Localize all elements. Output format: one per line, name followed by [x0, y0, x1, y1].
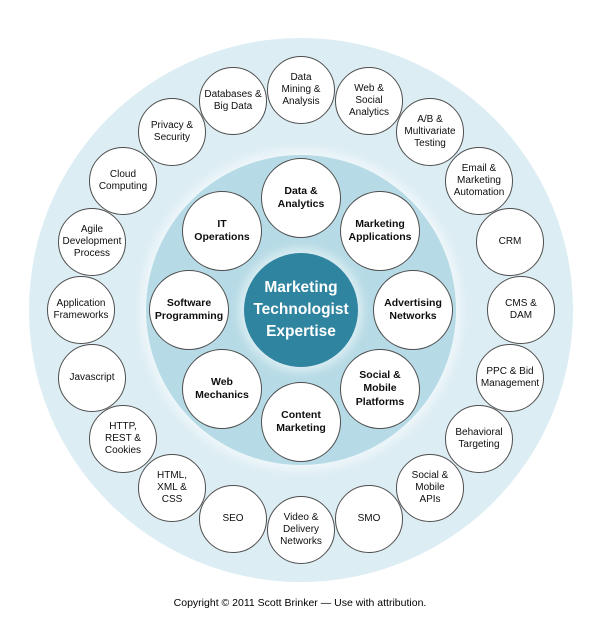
node-label: HTTP, REST & Cookies — [104, 420, 142, 457]
node-label: Data & Analytics — [277, 184, 325, 210]
node-label: Social & Mobile APIs — [411, 469, 449, 506]
outer-node-databases-big-data: Databases & Big Data — [199, 67, 267, 135]
inner-node-marketing-applications: Marketing Applications — [340, 191, 420, 271]
node-label: SMO — [357, 512, 381, 524]
node-label: Cloud Computing — [98, 168, 148, 192]
inner-node-social-mobile-platforms: Social & Mobile Platforms — [340, 349, 420, 429]
outer-node-cloud-computing: Cloud Computing — [89, 147, 157, 215]
center-label: Marketing Technologist Expertise — [253, 279, 349, 340]
node-label: HTML, XML & CSS — [157, 469, 187, 506]
outer-node-data-mining-analysis: Data Mining & Analysis — [267, 56, 335, 124]
node-label: Email & Marketing Automation — [453, 162, 505, 199]
node-label: Agile Development Process — [62, 223, 122, 260]
outer-node-html-xml-css: HTML, XML & CSS — [138, 454, 206, 522]
outer-node-javascript: Javascript — [58, 344, 126, 412]
outer-node-application-frameworks: Application Frameworks — [47, 276, 115, 344]
node-label: Javascript — [69, 371, 115, 383]
node-label: CMS & DAM — [505, 297, 537, 321]
node-label: Video & Delivery Networks — [280, 511, 322, 548]
node-label: Data Mining & Analysis — [281, 71, 321, 108]
inner-node-content-marketing: Content Marketing — [261, 382, 341, 462]
outer-node-crm: CRM — [476, 208, 544, 276]
inner-node-advertising-networks: Advertising Networks — [373, 270, 453, 350]
outer-node-video-delivery-networks: Video & Delivery Networks — [267, 496, 335, 564]
node-label: Marketing Applications — [348, 217, 412, 243]
outer-node-ppc-bid-management: PPC & Bid Management — [476, 344, 544, 412]
copyright-text: Copyright © 2011 Scott Brinker — Use wit… — [173, 597, 427, 609]
outer-node-behavioral-targeting: Behavioral Targeting — [445, 405, 513, 473]
node-label: Advertising Networks — [384, 296, 442, 322]
node-label: IT Operations — [194, 217, 250, 243]
outer-node-agile-development-process: Agile Development Process — [58, 208, 126, 276]
node-label: Web Mechanics — [195, 375, 249, 401]
center-circle: Marketing Technologist Expertise — [244, 253, 358, 367]
outer-node-email-marketing-automation: Email & Marketing Automation — [445, 147, 513, 215]
outer-node-seo: SEO — [199, 485, 267, 553]
outer-node-cms-dam: CMS & DAM — [487, 276, 555, 344]
node-label: SEO — [222, 512, 244, 524]
outer-node-social-mobile-apis: Social & Mobile APIs — [396, 454, 464, 522]
node-label: Web & Social Analytics — [348, 82, 389, 119]
outer-node-smo: SMO — [335, 485, 403, 553]
node-label: Behavioral Targeting — [455, 426, 503, 450]
inner-node-data-analytics: Data & Analytics — [261, 158, 341, 238]
inner-node-it-operations: IT Operations — [182, 191, 262, 271]
outer-node-ab-multivariate-testing: A/B & Multivariate Testing — [396, 98, 464, 166]
node-label: Privacy & Security — [150, 119, 194, 143]
node-label: PPC & Bid Management — [480, 365, 540, 389]
node-label: Content Marketing — [276, 408, 326, 434]
node-label: CRM — [498, 235, 522, 247]
node-label: A/B & Multivariate Testing — [404, 113, 456, 150]
node-label: Social & Mobile Platforms — [355, 368, 405, 408]
outer-node-web-social-analytics: Web & Social Analytics — [335, 67, 403, 135]
outer-node-http-rest-cookies: HTTP, REST & Cookies — [89, 405, 157, 473]
outer-node-privacy-security: Privacy & Security — [138, 98, 206, 166]
node-label: Application Frameworks — [53, 297, 109, 321]
node-label: Software Programming — [154, 296, 224, 322]
node-label: Databases & Big Data — [204, 88, 262, 112]
inner-node-web-mechanics: Web Mechanics — [182, 349, 262, 429]
inner-node-software-programming: Software Programming — [149, 270, 229, 350]
